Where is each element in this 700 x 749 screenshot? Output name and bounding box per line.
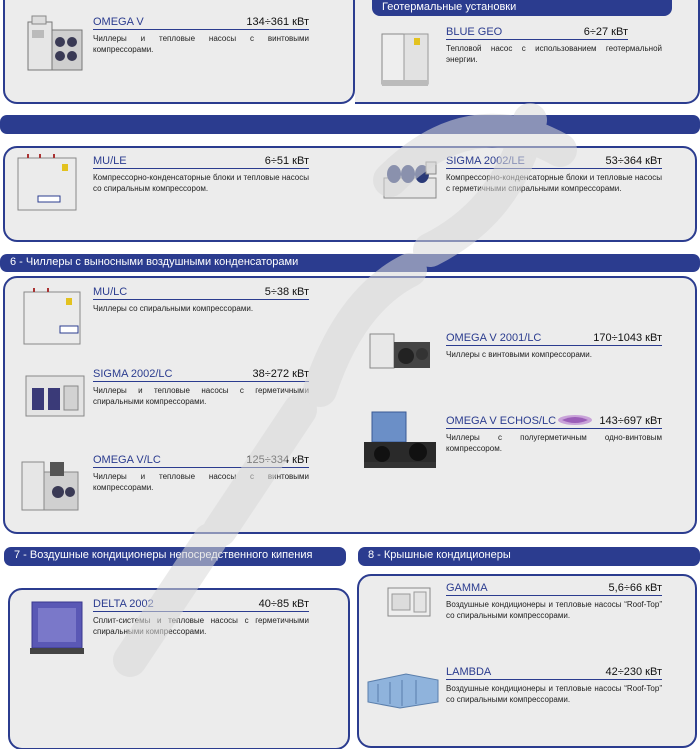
condensing-unit-icon bbox=[382, 156, 440, 204]
product-mu-le: MU/LE 6÷51 кВт Компрессорно-конденсаторны… bbox=[93, 153, 309, 194]
product-power: 143÷697 кВт bbox=[599, 415, 662, 427]
roof-top-unit-icon bbox=[366, 668, 440, 712]
product-name: MU/LC bbox=[93, 286, 128, 298]
product-power: 40÷85 кВт bbox=[258, 598, 309, 610]
product-power: 170÷1043 кВт bbox=[593, 332, 662, 344]
product-name: BLUE GEO bbox=[446, 26, 503, 38]
product-mu-lc: MU/LC 5÷38 кВт Чиллеры со спиральными ком… bbox=[93, 284, 309, 314]
product-gamma: GAMMA 5,6÷66 кВт Воздушные кондиционеры и… bbox=[446, 580, 662, 621]
product-name: LAMBDA bbox=[446, 666, 492, 678]
product-desc: Воздушные кондиционеры и тепловые насосы… bbox=[446, 684, 662, 704]
product-omega-v-2001-lc: OMEGA V 2001/LC 170÷1043 кВт Чиллеры с ви… bbox=[446, 330, 662, 360]
section-title-6: 6 - Чиллеры с выносными воздушными конде… bbox=[0, 254, 700, 272]
product-desc: Воздушные кондиционеры и тепловые насосы… bbox=[446, 600, 662, 620]
product-sigma-2002-le: SIGMA 2002/LE 53÷364 кВт Компрессорно-кон… bbox=[446, 153, 662, 194]
product-name: MU/LE bbox=[93, 155, 127, 167]
product-desc: Чиллеры и тепловые насосы с герметичными… bbox=[93, 386, 309, 406]
product-name: OMEGA V bbox=[93, 16, 144, 28]
section-title-8: 8 - Крышные кондиционеры bbox=[358, 547, 700, 566]
chiller-unit-icon bbox=[20, 452, 82, 514]
product-name: GAMMA bbox=[446, 582, 488, 594]
product-omega-v-lc: OMEGA V/LC 125÷334 кВт Чиллеры и тепловые… bbox=[93, 452, 309, 493]
product-power: 6÷51 кВт bbox=[264, 155, 309, 167]
product-desc: Тепловой насос с использованием геотерма… bbox=[446, 44, 662, 64]
product-omega-v: OMEGA V 134÷361 кВт Чиллеры и тепловые на… bbox=[93, 14, 309, 55]
product-desc: Чиллеры и тепловые насосы с винтовыми ко… bbox=[93, 472, 309, 492]
section-title-geothermal: Геотермальные установки bbox=[372, 0, 672, 16]
product-power: 125÷334 кВт bbox=[246, 454, 309, 466]
product-power: 6÷27 кВт bbox=[583, 26, 628, 38]
chiller-unit-icon bbox=[362, 408, 438, 472]
product-power: 42÷230 кВт bbox=[605, 666, 662, 678]
product-power: 5,6÷66 кВт bbox=[608, 582, 662, 594]
product-sigma-2002-lc: SIGMA 2002/LC 38÷272 кВт Чиллеры и теплов… bbox=[93, 366, 309, 407]
chiller-unit-icon bbox=[20, 286, 84, 348]
condensing-unit-icon bbox=[14, 152, 80, 214]
product-power: 38÷272 кВт bbox=[252, 368, 309, 380]
product-power: 5÷38 кВт bbox=[264, 286, 309, 298]
product-power: 53÷364 кВт bbox=[605, 155, 662, 167]
chiller-unit-icon bbox=[24, 372, 86, 420]
roof-top-unit-icon bbox=[384, 584, 434, 620]
chiller-unit-icon bbox=[368, 330, 434, 374]
product-omega-v-echos-lc: OMEGA V ECHOS/LC 143÷697 кВт Чиллеры с по… bbox=[446, 413, 662, 454]
product-desc: Компрессорно-конденсаторные блоки и тепл… bbox=[446, 173, 662, 193]
product-name: OMEGA V ECHOS/LC bbox=[446, 415, 557, 427]
product-desc: Компрессорно-конденсаторные блоки и тепл… bbox=[93, 173, 309, 193]
product-desc: Сплит-системы и тепловые насосы с гермет… bbox=[93, 616, 309, 636]
section-band-blank bbox=[0, 115, 700, 134]
product-name: OMEGA V/LC bbox=[93, 454, 161, 466]
product-desc: Чиллеры с полугерметичным одно-винтовым … bbox=[446, 433, 662, 453]
product-name: DELTA 2002 bbox=[93, 598, 154, 610]
product-delta-2002: DELTA 2002 40÷85 кВт Сплит-системы и тепл… bbox=[93, 596, 309, 637]
heat-pump-icon bbox=[378, 30, 432, 88]
product-name: OMEGA V 2001/LC bbox=[446, 332, 542, 344]
eco-leaf-badge-icon bbox=[556, 413, 594, 427]
product-power: 134÷361 кВт bbox=[246, 16, 309, 28]
product-desc: Чиллеры со спиральными компрессорами. bbox=[93, 304, 254, 313]
chiller-unit-icon bbox=[24, 12, 86, 74]
product-lambda: LAMBDA 42÷230 кВт Воздушные кондиционеры … bbox=[446, 664, 662, 705]
product-desc: Чиллеры и тепловые насосы с винтовыми ко… bbox=[93, 34, 309, 54]
product-name: SIGMA 2002/LC bbox=[93, 368, 173, 380]
product-desc: Чиллеры с винтовыми компрессорами. bbox=[446, 350, 592, 359]
product-blue-geo: BLUE GEO 6÷27 кВт Тепловой насос с исполь… bbox=[446, 24, 662, 65]
section-title-7: 7 - Воздушные кондиционеры непосредствен… bbox=[4, 547, 346, 566]
panel-condensing-units bbox=[3, 146, 697, 242]
product-name: SIGMA 2002/LE bbox=[446, 155, 525, 167]
split-unit-icon bbox=[26, 596, 88, 658]
